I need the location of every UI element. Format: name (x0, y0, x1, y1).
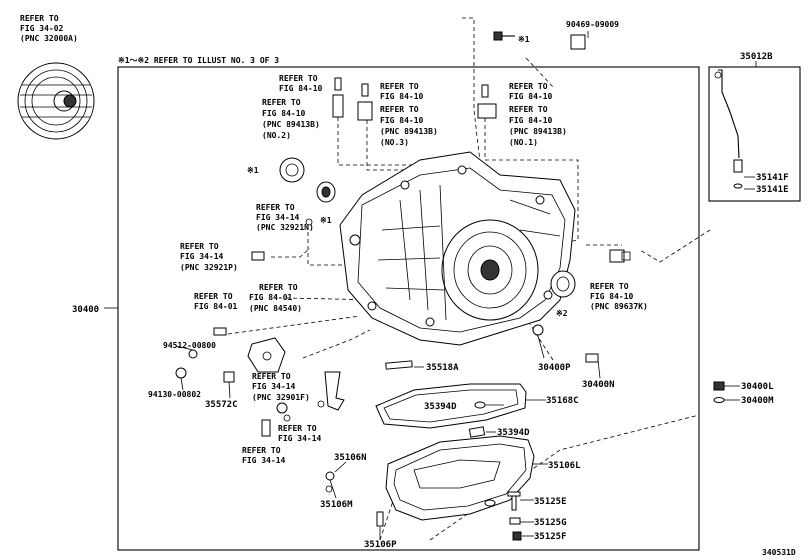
sensor3-ref-4: FIG 84-10 (380, 116, 424, 125)
part-35012b: 35012B (740, 52, 773, 62)
part-30400l: 30400L (741, 382, 774, 392)
plug-ref-3: (PNC 32921P) (180, 263, 238, 272)
part-35572c: 35572C (205, 400, 238, 410)
part-35125g: 35125G (534, 518, 567, 528)
plug-ref-2: FIG 34-14 (180, 252, 224, 261)
part-leaders (175, 31, 757, 540)
sensor3-ref-2: FIG 84-10 (380, 92, 424, 101)
sensor3-ref-1: REFER TO (380, 82, 419, 91)
labels: REFER TO FIG 34-02 (PNC 32000A) ※1～※2 RE… (20, 14, 796, 557)
oil-pan-drawing (385, 435, 535, 521)
converter-ref-1: REFER TO (20, 14, 59, 23)
part-30400n: 30400N (582, 380, 615, 390)
bolt-8401-ref-2: FIG 84-01 (194, 302, 238, 311)
ring-ref-1: REFER TO (256, 203, 295, 212)
part-35125f: 35125F (534, 532, 567, 542)
sensor1-ref-2: FIG 84-10 (509, 92, 553, 101)
bolt-3414a-ref-2: FIG 34-14 (278, 434, 322, 443)
sensor3-ref-5: (PNC 89413B) (380, 127, 438, 136)
ring-ref-2: FIG 34-14 (256, 213, 300, 222)
part-30400m: 30400M (741, 396, 774, 406)
mark-1-top: ※1 (518, 35, 530, 44)
oil-dipstick-frame (708, 66, 801, 202)
sensor1-ref-5: (PNC 89413B) (509, 127, 567, 136)
mark-1-seal: ※1 (247, 166, 259, 175)
part-35106m: 35106M (320, 500, 353, 510)
part-35141f: 35141F (756, 173, 789, 183)
part-35106l: 35106L (548, 461, 581, 471)
part-30400: 30400 (72, 305, 99, 315)
converter-ref-3: (PNC 32000A) (20, 34, 78, 43)
sensor1-ref-4: FIG 84-10 (509, 116, 553, 125)
part-35125e: 35125E (534, 497, 567, 507)
sensor1-ref-3: REFER TO (509, 105, 548, 114)
bolt-3414b-ref-2: FIG 34-14 (242, 456, 286, 465)
sensor-right-ref-2: FIG 84-10 (590, 292, 634, 301)
sensor2-ref-3: REFER TO (262, 98, 301, 107)
sensor2-ref-4: FIG 84-10 (262, 109, 306, 118)
ring-ref-3: (PNC 32921N) (256, 223, 314, 232)
bolt-8401-ref-1: REFER TO (194, 292, 233, 301)
illustration-number: 340531D (762, 548, 796, 557)
sensor2-ref-1: REFER TO (279, 74, 318, 83)
small-parts (175, 31, 743, 541)
part-90469-09009: 90469-09009 (566, 20, 619, 29)
part-30400p: 30400P (538, 363, 571, 373)
sensor-right-ref-3: (PNC 89637K) (590, 302, 648, 311)
sensor3-ref-6: (NO.3) (380, 138, 409, 147)
sensor2-ref-2: FIG 84-10 (279, 84, 323, 93)
sensor3-ref-3: REFER TO (380, 105, 419, 114)
part-35168c: 35168C (546, 396, 579, 406)
part-35394d-filter: 35394D (497, 428, 530, 438)
oil-pan-gasket-drawing (375, 383, 527, 438)
sensor2-ref-5: (PNC 89413B) (262, 120, 320, 129)
plug-ref-1: REFER TO (180, 242, 219, 251)
torque-converter-drawing (17, 62, 95, 140)
assembly-frame (117, 66, 700, 551)
part-94130-00802: 94130-00802 (148, 390, 201, 399)
transaxle-case-drawing (339, 151, 576, 346)
switch-ref-1: REFER TO (259, 283, 298, 292)
sensor1-ref-1: REFER TO (509, 82, 548, 91)
bolt-3414a-ref-1: REFER TO (278, 424, 317, 433)
illustration-note: ※1～※2 REFER TO ILLUST NO. 3 OF 3 (118, 56, 279, 65)
part-35394d-gasket: 35394D (424, 402, 457, 412)
sensor-right-ref-1: REFER TO (590, 282, 629, 291)
switch-ref-2: FIG 84-01 (249, 293, 293, 302)
part-35518a: 35518A (426, 363, 459, 373)
converter-ref-2: FIG 34-02 (20, 24, 64, 33)
part-94512-00800: 94512-00800 (163, 341, 216, 350)
sensor1-ref-6: (NO.1) (509, 138, 538, 147)
mark-2-seal: ※2 (556, 309, 568, 318)
mark-1-small-seal: ※1 (320, 216, 332, 225)
lever-ref-2: FIG 34-14 (252, 382, 296, 391)
bolt-3414b-ref-1: REFER TO (242, 446, 281, 455)
switch-ref-3: (PNC 84540) (249, 304, 302, 313)
lever-ref-1: REFER TO (252, 372, 291, 381)
part-35141e: 35141E (756, 185, 789, 195)
part-35106p: 35106P (364, 540, 397, 550)
part-35106n: 35106N (334, 453, 367, 463)
lever-ref-3: (PNC 32901F) (252, 393, 310, 402)
sensor2-ref-6: (NO.2) (262, 131, 291, 140)
